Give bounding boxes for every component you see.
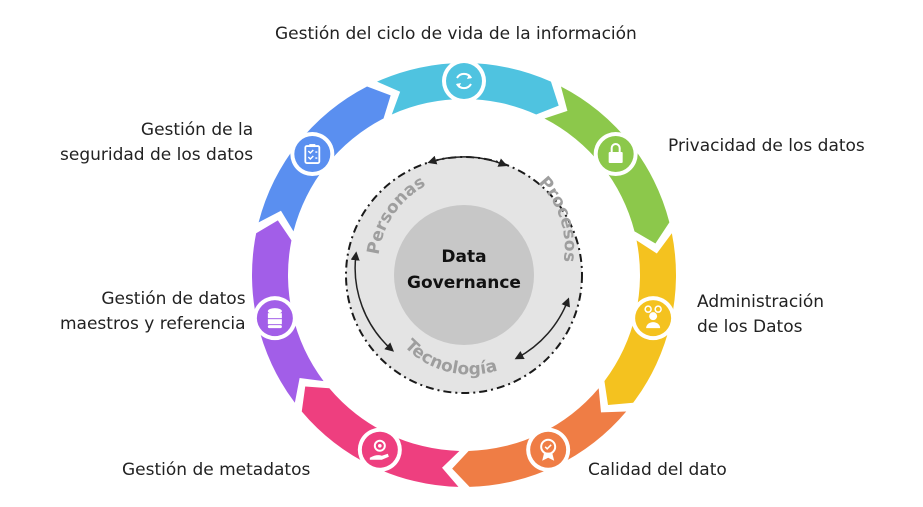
award-badge-icon xyxy=(526,427,571,472)
dashed-border xyxy=(345,156,583,394)
person-gears-icon xyxy=(631,296,676,341)
label-quality: Calidad del dato xyxy=(588,460,727,480)
center-title-line1: Data xyxy=(441,247,486,267)
label-lifecycle: Gestión del ciclo de vida de la informac… xyxy=(275,24,637,44)
arrow-right xyxy=(514,297,570,360)
clipboard-checklist-icon xyxy=(290,132,335,177)
label-master: Gestión de datos maestros y referencia xyxy=(60,289,246,334)
icon-badges xyxy=(252,59,676,472)
label-admin: Administración de los Datos xyxy=(697,292,825,337)
label-security: Gestión de la seguridad de los datos xyxy=(60,120,254,165)
outer-ring xyxy=(252,63,676,487)
label-privacy: Privacidad de los datos xyxy=(668,136,865,156)
arrow-top xyxy=(427,155,508,167)
database-icon xyxy=(252,296,297,341)
core-circle xyxy=(394,205,534,345)
lock-icon xyxy=(593,132,638,177)
refresh-icon xyxy=(442,59,486,103)
hand-gear-icon xyxy=(357,427,402,472)
arrow-left xyxy=(350,251,395,352)
label-metadata: Gestión de metadatos xyxy=(122,460,311,480)
center-title-line2: Governance xyxy=(407,273,521,293)
